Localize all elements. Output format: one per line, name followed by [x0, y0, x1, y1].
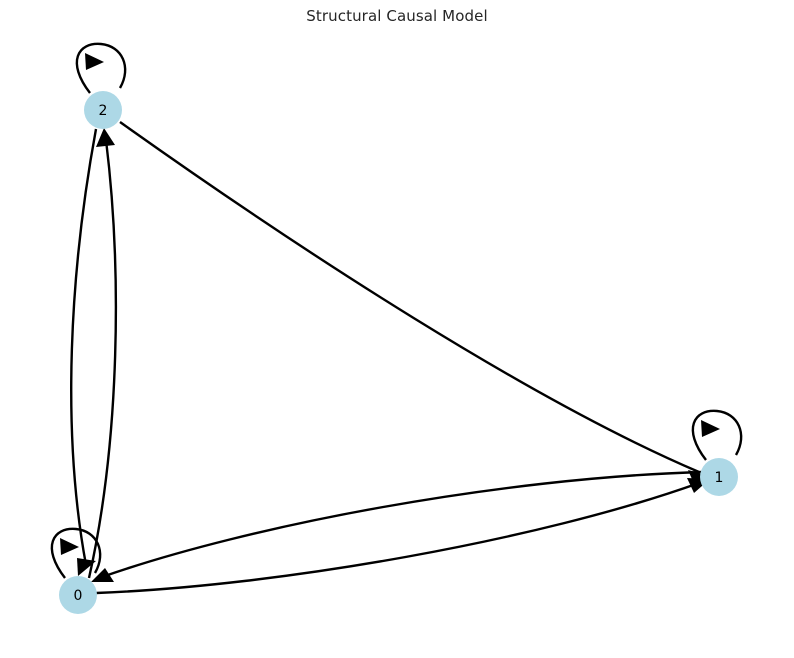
node-1-label: 1	[715, 470, 724, 486]
edge-1-to-0[interactable]	[91, 470, 703, 582]
node-2-label: 2	[99, 103, 108, 119]
node-2-circle[interactable]	[84, 91, 122, 129]
arrow-head-1-self	[701, 420, 720, 437]
node-2[interactable]: 2	[84, 91, 122, 129]
figure-title: Structural Causal Model	[306, 7, 488, 25]
edge-2-to-0[interactable]	[70, 128, 98, 576]
edge-0-to-0-self-loop[interactable]	[50, 527, 102, 579]
edge-0-to-1[interactable]	[95, 478, 710, 595]
edge-0-to-2[interactable]	[87, 128, 118, 579]
edge-2-to-2-self-loop[interactable]	[75, 42, 127, 94]
arrow-head-2-self	[85, 53, 104, 70]
edge-layer	[50, 42, 743, 595]
node-0-circle[interactable]	[59, 576, 97, 614]
arrow-head-0-self	[60, 538, 79, 555]
node-0-label: 0	[74, 588, 83, 604]
node-0[interactable]: 0	[59, 576, 97, 614]
node-1[interactable]: 1	[700, 458, 738, 496]
edge-2-to-1[interactable]	[119, 121, 710, 486]
node-1-circle[interactable]	[700, 458, 738, 496]
arrow-head-1-to-0	[91, 568, 114, 582]
arrow-head-0-to-2	[96, 128, 115, 147]
edge-1-to-1-self-loop[interactable]	[691, 409, 743, 461]
node-layer: 2 1 0	[59, 91, 738, 614]
